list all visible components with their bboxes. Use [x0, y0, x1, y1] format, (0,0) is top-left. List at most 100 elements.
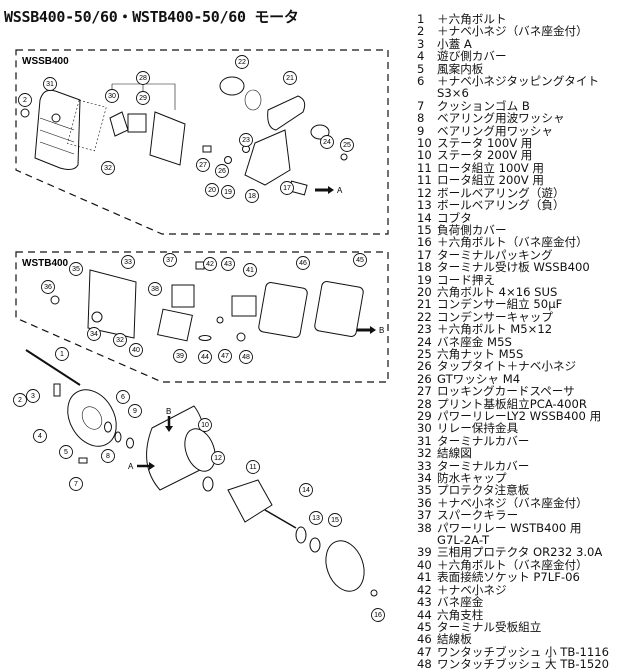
- part-number: 3: [417, 36, 425, 51]
- protector-39: [157, 308, 193, 342]
- bolt-16: [370, 589, 378, 597]
- part-number: 6: [417, 74, 425, 89]
- part-number: 14: [417, 210, 432, 225]
- callout-wstb400-37: 37: [163, 253, 177, 267]
- part-number: 43: [417, 595, 432, 610]
- svg-text:36: 36: [44, 284, 52, 291]
- svg-text:31: 31: [46, 81, 54, 88]
- part-name: 結線板: [437, 632, 472, 647]
- part-name: ターミナル受板組立: [437, 619, 542, 634]
- svg-text:45: 45: [356, 257, 364, 264]
- callout-motor-13: 13: [309, 511, 323, 525]
- parts-list-item: 23＋六角ボルト M5×12: [417, 323, 627, 336]
- svg-text:42: 42: [206, 261, 214, 268]
- part-number: 10: [417, 136, 432, 151]
- part-name: バネ座金: [437, 595, 484, 610]
- parts-list-item: 6 ＋ナベ小ネジタッピングタイト: [417, 74, 627, 89]
- part-name: ＋六角ボルト: [437, 12, 507, 26]
- part-number: 47: [417, 644, 432, 659]
- part-number: 26: [417, 359, 432, 374]
- callout-motor-16: 16: [371, 608, 385, 622]
- parts-list-item: 1＋六角ボルト: [417, 12, 627, 26]
- arrow-a-label: A: [337, 186, 343, 195]
- terminal-cover-31: [34, 89, 81, 170]
- part-number: 36: [417, 495, 432, 510]
- svg-text:10: 10: [201, 422, 209, 429]
- callout-motor-1: 1: [55, 347, 69, 361]
- part-number: 16: [417, 235, 432, 250]
- part-number: 42: [417, 582, 432, 597]
- part-number: 7: [417, 98, 425, 113]
- section-label-wstb400: WSTB400: [22, 258, 69, 269]
- callout-wstb400-46: 46: [296, 256, 310, 270]
- part-number: 34: [417, 471, 432, 486]
- callout-motor-4: 4: [33, 429, 47, 443]
- callout-wstb400-38: 38: [148, 282, 162, 296]
- part-name: パワーリレー WSTB400 用: [437, 520, 582, 535]
- part-name: ＋ナベ小ネジ（バネ座金付）: [437, 24, 588, 39]
- screw-36: [50, 295, 60, 305]
- stator-arrow-a-label: A: [128, 462, 134, 471]
- part-number: 17: [417, 247, 432, 262]
- part-name: コンデンサー組立 50μF: [437, 297, 563, 312]
- svg-text:5: 5: [64, 449, 68, 456]
- parts-list-item: 17 ターミナルパッキング: [417, 247, 627, 262]
- part-number: 10: [417, 148, 432, 163]
- svg-text:8: 8: [106, 453, 110, 460]
- part-number: 8: [417, 111, 425, 126]
- part-number: 15: [417, 222, 432, 237]
- part-name: GTワッシャ M4: [437, 371, 521, 386]
- part-number: 9: [417, 123, 425, 138]
- part-name: プリント基板組立PCA-400R: [437, 396, 587, 411]
- wave-washer-8: [114, 431, 122, 443]
- svg-text:6: 6: [121, 394, 125, 401]
- part-number: 13: [417, 198, 432, 213]
- callout-motor-14: 14: [299, 483, 313, 497]
- part-name: ＋ナベ小ネジ: [437, 582, 507, 597]
- svg-text:46: 46: [299, 260, 307, 267]
- svg-text:13: 13: [312, 515, 320, 522]
- svg-text:48: 48: [242, 354, 250, 361]
- terminal-board-45: [314, 281, 364, 337]
- part-name: ＋ナベ小ネジタッピングタイト: [437, 74, 600, 89]
- part-number: 11: [417, 160, 432, 175]
- part-name: 六角ボルト 4×16 SUS: [437, 284, 558, 299]
- parts-list-item: 42 ＋ナベ小ネジ: [417, 582, 627, 597]
- arrow-b-label: B: [379, 326, 384, 335]
- part-number: 27: [417, 384, 432, 399]
- callout-wssb400-20: 20: [205, 183, 219, 197]
- part-name: コンデンサーキャップ: [437, 309, 553, 324]
- part-name: 小蓋 A: [437, 36, 472, 51]
- callout-wstb400-45: 45: [353, 253, 367, 267]
- svg-text:19: 19: [224, 189, 232, 196]
- callout-motor-10: 10: [198, 418, 212, 432]
- callout-wssb400-17: 17: [280, 181, 294, 195]
- callout-wssb400-23: 23: [239, 133, 253, 147]
- part-name: 三相用プロテクタ OR232 3.0A: [437, 545, 603, 560]
- clamp-24: [310, 124, 330, 140]
- svg-text:30: 30: [108, 93, 116, 100]
- exploded-parts-diagram: WSSB400 A WSTB400 B B: [13, 49, 389, 622]
- part-number: 24: [417, 334, 432, 349]
- part-name: ターミナルパッキング: [437, 247, 553, 262]
- callout-wstb400-33: 33: [121, 255, 135, 269]
- part-number: 18: [417, 260, 432, 275]
- part-name: 表面接続ソケット P7LF-06: [437, 570, 580, 585]
- svg-text:27: 27: [199, 162, 207, 169]
- stator-arrow-b-label: B: [166, 407, 171, 416]
- part-name: ＋ナベ小ネジ（バネ座金付）: [437, 495, 588, 510]
- callout-wssb400-26: 26: [215, 164, 229, 178]
- part-number: 46: [417, 632, 432, 647]
- free-side-cover-4: [67, 389, 117, 447]
